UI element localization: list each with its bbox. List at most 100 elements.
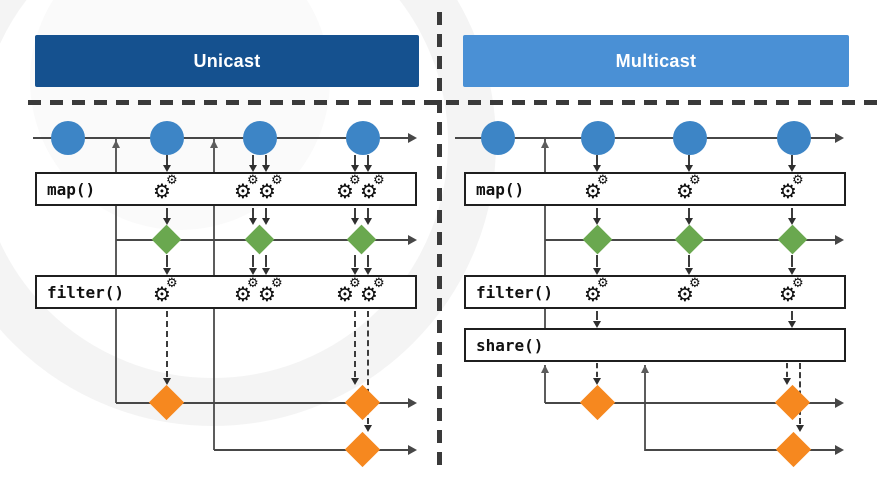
- down-arrow-icon: [249, 218, 257, 225]
- map-operator-label: map(): [47, 179, 96, 199]
- unicast-output1-timeline: [116, 402, 408, 404]
- event-flow-dashed-line: [596, 255, 598, 267]
- output-event-marble: [774, 384, 811, 421]
- event-flow-dashed-line: [354, 208, 356, 218]
- up-arrow-icon: [641, 365, 649, 373]
- gear-icon: ⚙⚙: [336, 173, 361, 203]
- down-arrow-icon: [351, 378, 359, 385]
- down-arrow-icon: [262, 218, 270, 225]
- down-arrow-icon: [249, 268, 257, 275]
- unicast-header-label: Unicast: [193, 50, 261, 71]
- source-event-marble: [51, 121, 85, 155]
- gear-icon: ⚙⚙: [234, 173, 259, 203]
- event-flow-dashed-line: [596, 363, 598, 377]
- up-arrow-icon: [541, 140, 549, 148]
- gear-icon: ⚙⚙: [153, 276, 178, 306]
- multicast-output2-timeline: [645, 449, 835, 451]
- gear-icon: ⚙⚙: [336, 276, 361, 306]
- arrowhead-icon: [408, 133, 417, 143]
- down-arrow-icon: [163, 165, 171, 172]
- arrowhead-icon: [408, 235, 417, 245]
- mapped-event-marble: [346, 224, 377, 255]
- down-arrow-icon: [163, 268, 171, 275]
- multicast-share-box: share(): [464, 328, 846, 362]
- source-event-marble: [673, 121, 707, 155]
- mapped-event-marble: [674, 224, 705, 255]
- up-arrow-icon: [541, 365, 549, 373]
- mapped-event-marble: [582, 224, 613, 255]
- event-flow-dashed-line: [596, 208, 598, 218]
- gear-icon: ⚙⚙: [258, 173, 283, 203]
- down-arrow-icon: [364, 165, 372, 172]
- output-event-marble: [344, 384, 381, 421]
- down-arrow-icon: [249, 165, 257, 172]
- multicast-subscriber1-line: [544, 365, 546, 403]
- mapped-event-marble: [777, 224, 808, 255]
- event-flow-dashed-line: [596, 155, 598, 166]
- down-arrow-icon: [351, 165, 359, 172]
- arrowhead-icon: [835, 445, 844, 455]
- multicast-source-timeline: [455, 137, 835, 139]
- arrowhead-icon: [835, 235, 844, 245]
- gear-icon: ⚙⚙: [234, 276, 259, 306]
- event-flow-dashed-line: [166, 255, 168, 267]
- unicast-map-box: map(): [35, 172, 417, 206]
- arrowhead-icon: [408, 445, 417, 455]
- multicast-shared-subscription-line: [544, 139, 546, 329]
- up-arrow-icon: [210, 140, 218, 148]
- gear-icon: ⚙⚙: [584, 276, 609, 306]
- down-arrow-icon: [788, 321, 796, 328]
- down-arrow-icon: [796, 425, 804, 432]
- gear-icon: ⚙⚙: [360, 173, 385, 203]
- event-flow-dashed-line: [252, 255, 254, 267]
- event-flow-dashed-line: [354, 155, 356, 166]
- event-flow-dashed-line: [688, 208, 690, 218]
- event-flow-dashed-line: [791, 255, 793, 267]
- event-flow-dashed-line: [688, 255, 690, 267]
- output-event-marble: [148, 384, 185, 421]
- down-arrow-icon: [364, 268, 372, 275]
- multicast-output1-timeline: [545, 402, 835, 404]
- down-arrow-icon: [685, 268, 693, 275]
- down-arrow-icon: [163, 218, 171, 225]
- filter-operator-label: filter(): [47, 282, 125, 302]
- event-flow-dashed-line: [265, 208, 267, 218]
- output-event-marble: [344, 431, 381, 468]
- mapped-event-marble: [244, 224, 275, 255]
- event-flow-dashed-line: [166, 311, 168, 377]
- event-flow-dashed-line: [265, 255, 267, 267]
- unicast-subscriber1-line: [115, 139, 117, 403]
- gear-icon: ⚙⚙: [676, 276, 701, 306]
- down-arrow-icon: [788, 268, 796, 275]
- event-flow-dashed-line: [596, 311, 598, 320]
- arrowhead-icon: [408, 398, 417, 408]
- event-flow-dashed-line: [791, 311, 793, 320]
- down-arrow-icon: [364, 218, 372, 225]
- event-flow-dashed-line: [354, 255, 356, 267]
- down-arrow-icon: [262, 165, 270, 172]
- down-arrow-icon: [685, 165, 693, 172]
- event-flow-dashed-line: [367, 208, 369, 218]
- horizontal-dashed-divider: [28, 100, 880, 105]
- event-flow-dashed-line: [367, 255, 369, 267]
- unicast-filter-box: filter(): [35, 275, 417, 309]
- gear-icon: ⚙⚙: [584, 173, 609, 203]
- event-flow-dashed-line: [688, 155, 690, 166]
- event-flow-dashed-line: [367, 311, 369, 424]
- source-event-marble: [481, 121, 515, 155]
- map-operator-label: map(): [476, 179, 525, 199]
- source-event-marble: [150, 121, 184, 155]
- event-flow-dashed-line: [252, 208, 254, 218]
- source-event-marble: [243, 121, 277, 155]
- vertical-dashed-divider: [437, 12, 442, 468]
- down-arrow-icon: [262, 268, 270, 275]
- event-flow-dashed-line: [252, 155, 254, 166]
- down-arrow-icon: [593, 378, 601, 385]
- unicast-source-timeline: [33, 137, 408, 139]
- gear-icon: ⚙⚙: [779, 276, 804, 306]
- event-flow-dashed-line: [791, 155, 793, 166]
- arrowhead-icon: [835, 398, 844, 408]
- gear-icon: ⚙⚙: [258, 276, 283, 306]
- multicast-filter-box: filter(): [464, 275, 846, 309]
- unicast-header: Unicast: [35, 35, 419, 87]
